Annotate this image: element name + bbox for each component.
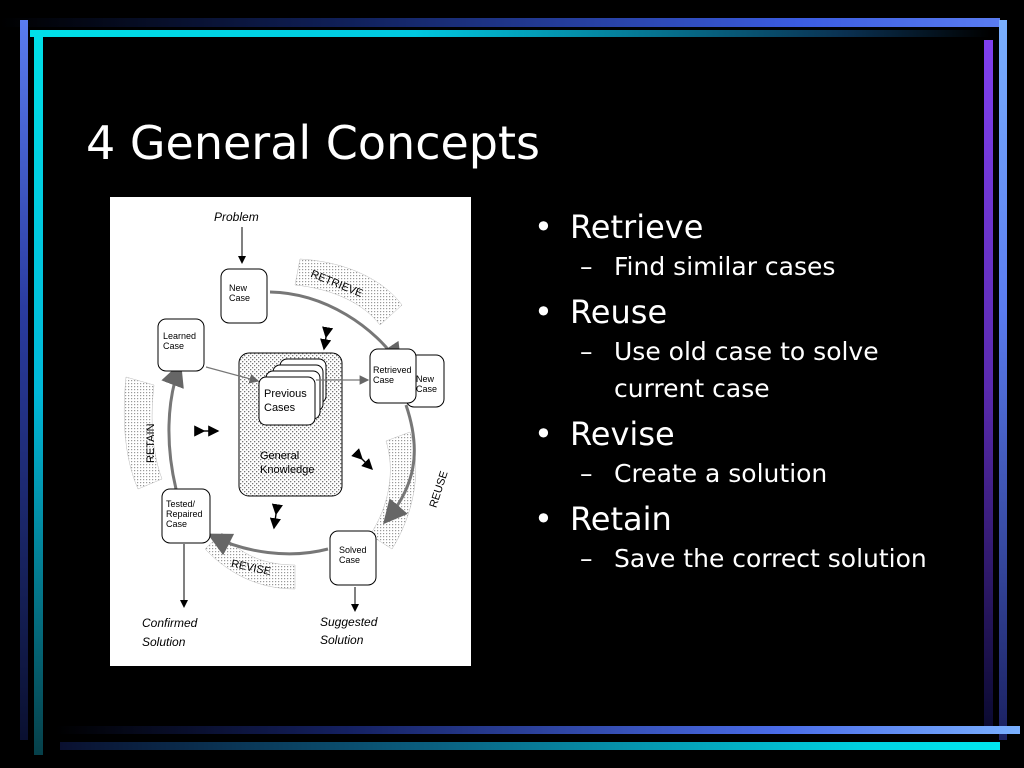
confirmed-solution-line2: Solution xyxy=(142,635,186,649)
bullet-retain: • Retain xyxy=(532,498,952,540)
sub-bullet-label: Save the correct solution xyxy=(614,544,927,573)
retain-band xyxy=(123,376,163,490)
dash-icon: – xyxy=(580,544,593,573)
dash-icon: – xyxy=(580,459,593,488)
bullet-revise: • Revise xyxy=(532,413,952,455)
frame-bar-bottom-1 xyxy=(56,726,1020,734)
new-case-box xyxy=(220,268,268,324)
learned-case-line2: Case xyxy=(163,341,184,351)
frame-bar-right-2 xyxy=(999,20,1007,740)
new-case-2-text: New Case xyxy=(416,374,437,394)
tested-case-line1: Tested/ xyxy=(166,499,196,509)
learned-to-kb-arrow xyxy=(205,366,260,384)
double-arrow-revise xyxy=(269,503,283,530)
previous-cases-text: Previous Cases xyxy=(264,388,310,414)
double-arrow-reuse xyxy=(351,448,373,470)
learned-case-text: Learned Case xyxy=(163,331,199,351)
retrieved-case-line2: Case xyxy=(373,375,394,385)
sub-bullet-retrieve: – Find similar cases xyxy=(532,248,952,285)
previous-cases-line2: Cases xyxy=(264,402,296,414)
suggested-solution-line2: Solution xyxy=(320,633,364,647)
frame-bar-left-2 xyxy=(34,30,43,755)
sub-bullet-label: Create a solution xyxy=(614,459,828,488)
previous-cases-box xyxy=(258,376,316,426)
frame-bar-bottom-2 xyxy=(60,742,1000,750)
bullet-icon: • xyxy=(534,500,553,538)
tested-case-line2: Repaired xyxy=(166,509,203,519)
slide-title: 4 General Concepts xyxy=(86,116,541,170)
revise-arc xyxy=(207,533,329,556)
reuse-arc xyxy=(383,404,416,525)
bullet-label: Reuse xyxy=(570,293,668,331)
double-arrow-retrieve xyxy=(320,326,334,351)
frame-bar-right-1 xyxy=(984,40,993,730)
reuse-band xyxy=(369,431,417,550)
solved-case-line2: Case xyxy=(339,555,360,565)
new-case-2-line1: New xyxy=(416,374,435,384)
problem-label: Problem xyxy=(214,210,259,224)
retrieved-case-line1: Retrieved xyxy=(373,365,412,375)
bullet-icon: • xyxy=(534,208,553,246)
bullet-icon: • xyxy=(534,415,553,453)
bullet-retrieve: • Retrieve xyxy=(532,206,952,248)
retain-label: RETAIN xyxy=(145,423,157,463)
bullet-list: • Retrieve – Find similar cases • Reuse … xyxy=(532,200,952,577)
tested-case-box xyxy=(161,488,211,544)
tested-case-text: Tested/ Repaired Case xyxy=(166,499,205,529)
solved-case-box xyxy=(329,530,377,586)
new-case-2-line2: Case xyxy=(416,384,437,394)
learned-case-box xyxy=(157,318,205,372)
dash-icon: – xyxy=(580,337,593,366)
sub-bullet-label: Use old case to solve current case xyxy=(614,337,879,403)
general-knowledge-line2: Knowledge xyxy=(260,464,314,476)
sub-bullet-reuse: – Use old case to solve current case xyxy=(532,333,952,407)
retrieved-case-text: Retrieved Case xyxy=(373,365,414,385)
learned-case-line1: Learned xyxy=(163,331,196,341)
retrieved-case-box xyxy=(369,348,417,404)
solved-case-line1: Solved xyxy=(339,545,367,555)
solved-case-text: Solved Case xyxy=(339,545,369,565)
bullet-reuse: • Reuse xyxy=(532,291,952,333)
confirmed-solution-text: Confirmed Solution xyxy=(142,616,201,649)
retrieve-band xyxy=(294,258,403,326)
retain-arc xyxy=(161,362,184,490)
previous-cases-line1: Previous xyxy=(264,388,307,400)
cbr-cycle-diagram: RETRIEVE REUSE REVISE RETAIN Problem New… xyxy=(110,197,471,666)
tested-case-line3: Case xyxy=(166,519,187,529)
bullet-label: Retain xyxy=(570,500,672,538)
new-case-line2: Case xyxy=(229,293,250,303)
frame-bar-top-1 xyxy=(0,18,1000,27)
bullet-label: Revise xyxy=(570,415,675,453)
frame-bar-left-1 xyxy=(20,20,28,740)
sub-bullet-revise: – Create a solution xyxy=(532,455,952,492)
general-knowledge-text: General Knowledge xyxy=(260,450,314,476)
confirmed-solution-line1: Confirmed xyxy=(142,616,198,630)
new-case-text: New Case xyxy=(229,283,250,303)
bullet-label: Retrieve xyxy=(570,208,704,246)
sub-bullet-retain: – Save the correct solution xyxy=(532,540,952,577)
suggested-solution-text: Suggested Solution xyxy=(320,615,381,647)
sub-bullet-label: Find similar cases xyxy=(614,252,836,281)
cbr-cycle-svg: RETRIEVE REUSE REVISE RETAIN Problem New… xyxy=(123,210,451,649)
dash-icon: – xyxy=(580,252,593,281)
general-knowledge-line1: General xyxy=(260,450,299,462)
bullet-icon: • xyxy=(534,293,553,331)
new-case-line1: New xyxy=(229,283,248,293)
frame-bar-top-2 xyxy=(30,30,990,37)
reuse-label: REUSE xyxy=(428,470,451,510)
suggested-solution-line1: Suggested xyxy=(320,615,378,629)
